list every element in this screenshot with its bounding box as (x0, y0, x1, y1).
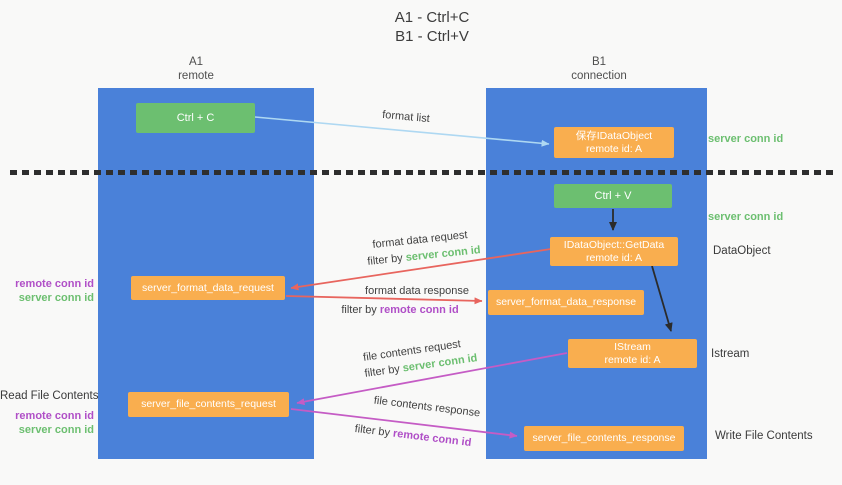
side-label-server-conn-id-top: server conn id (708, 133, 784, 145)
save-dataobject-node: 保存IDataObject remote id: A (554, 127, 674, 158)
file-response-label: server_file_contents_response (532, 432, 676, 444)
dotted-separator-line (10, 170, 838, 175)
lane-header-a1: A1 remote (146, 55, 246, 83)
lane-a1-name: A1 (188, 56, 204, 68)
side-label-server-conn-id-2: server conn id (18, 424, 94, 436)
edge-label-filter-remote-1: filter by remote conn id (341, 304, 458, 316)
diagram-title: A1 - Ctrl+C B1 - Ctrl+V (282, 8, 582, 46)
side-label-dataobject: DataObject (713, 245, 771, 257)
edge-label-filter-remote-2: filter by remote conn id (354, 423, 472, 449)
file-request-label: server_file_contents_request (141, 398, 276, 410)
filter-by-text-2: filter by (341, 304, 380, 316)
format-response-label: server_format_data_response (495, 296, 637, 308)
ctrl-c-label: Ctrl + C (176, 111, 215, 124)
side-label-istream: Istream (711, 348, 750, 360)
getdata-line1: IDataObject::GetData (563, 238, 665, 251)
istream-line1: IStream (614, 340, 651, 353)
lane-a1-role: remote (178, 70, 214, 82)
side-label-remote-conn-id-2: remote conn id (15, 410, 94, 422)
edge-label-format-data-response: format data response (365, 285, 469, 297)
side-label-server-conn-id-1: server conn id (18, 292, 94, 304)
format-response-node: server_format_data_response (488, 290, 644, 315)
side-label-remote-conn-id-1: remote conn id (15, 278, 94, 290)
lane-b1-role: connection (571, 70, 627, 82)
ctrl-v-label: Ctrl + V (594, 189, 632, 202)
format-request-label: server_format_data_request (142, 281, 274, 294)
remote-conn-id-text-2: remote conn id (392, 427, 472, 450)
ctrl-v-node: Ctrl + V (554, 184, 672, 208)
side-label-server-conn-id-mid: server conn id (708, 211, 784, 223)
remote-conn-id-text-1: remote conn id (379, 304, 459, 316)
getdata-node: IDataObject::GetData remote id: A (550, 237, 678, 266)
istream-line2: remote id: A (604, 353, 661, 366)
lane-header-b1: B1 connection (549, 55, 649, 83)
file-response-node: server_file_contents_response (524, 426, 684, 451)
save-dataobject-line2: remote id: A (585, 142, 643, 155)
save-dataobject-line1: 保存IDataObject (575, 129, 653, 142)
getdata-line2: remote id: A (585, 251, 643, 264)
server-conn-id-text-1: server conn id (405, 244, 482, 264)
format-request-node: server_format_data_request (131, 276, 285, 300)
istream-node: IStream remote id: A (568, 339, 697, 368)
lane-b1-name: B1 (591, 56, 607, 68)
ctrl-c-node: Ctrl + C (136, 103, 255, 133)
side-label-read-file-contents: Read File Contents (0, 390, 99, 402)
title-line-2: B1 - Ctrl+V (395, 28, 469, 45)
title-line-1: A1 - Ctrl+C (394, 9, 470, 26)
file-request-node: server_file_contents_request (128, 392, 289, 417)
filter-by-text-3: filter by (363, 362, 404, 380)
filter-by-text-1: filter by (366, 251, 407, 268)
side-label-write-file-contents: Write File Contents (715, 430, 813, 442)
filter-by-text-4: filter by (354, 422, 394, 440)
edge-label-file-contents-response: file contents response (373, 394, 481, 420)
edge-label-format-list: format list (381, 108, 431, 126)
